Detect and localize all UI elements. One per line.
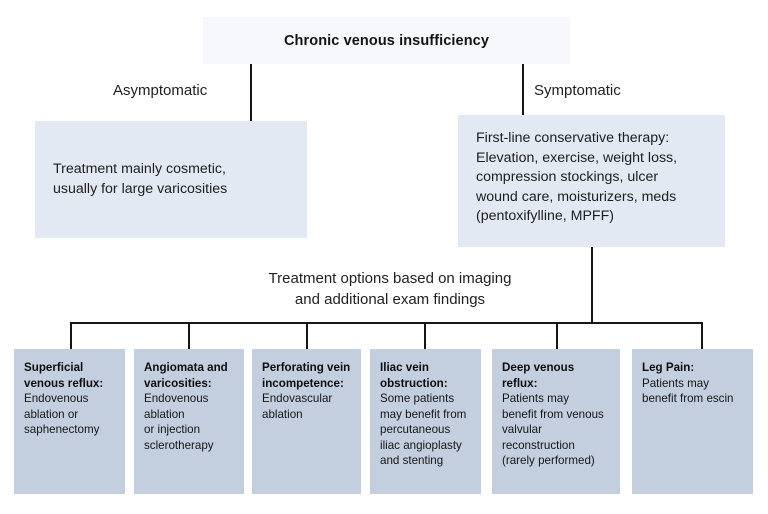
connector-root-to-symptomatic	[522, 64, 524, 115]
node-symptomatic-treatment-text: First-line conservative therapy: Elevati…	[476, 130, 678, 225]
branch-label-symptomatic: Symptomatic	[534, 82, 621, 99]
connector-root-to-asymptomatic	[250, 64, 252, 121]
leaf-deep-venous-reflux: Deep venous reflux: Patients may benefit…	[492, 349, 620, 494]
leaf-angiomata-and-varicosities: Angiomata and varicosities: Endovenous a…	[134, 349, 244, 494]
leaf-body: Patients may benefit from venous valvula…	[502, 392, 604, 468]
leaf-leg-pain: Leg Pain: Patients may benefit from esci…	[632, 349, 753, 494]
connector-symptomatic-to-options-rail	[591, 247, 593, 323]
connector-rail-to-leaf-2	[188, 322, 190, 349]
leaf-body: Endovenous ablation or saphenectomy	[24, 392, 100, 437]
connector-rail-to-leaf-1	[70, 322, 72, 349]
leaf-title: Leg Pain:	[642, 361, 695, 374]
root-node-chronic-venous-insufficiency: Chronic venous insufficiency	[203, 17, 570, 64]
connector-rail-to-leaf-3	[306, 322, 308, 349]
root-node-label: Chronic venous insufficiency	[283, 32, 490, 49]
node-symptomatic-treatment: First-line conservative therapy: Elevati…	[458, 115, 725, 247]
connector-rail-to-leaf-6	[701, 322, 703, 349]
leaf-title: Iliac vein obstruction:	[380, 361, 448, 390]
node-asymptomatic-treatment: Treatment mainly cosmetic, usually for l…	[35, 121, 307, 238]
leaf-title: Deep venous reflux:	[502, 361, 575, 390]
branch-label-asymptomatic: Asymptomatic	[113, 82, 208, 99]
leaf-superficial-venous-reflux: Superficial venous reflux: Endovenous ab…	[14, 349, 125, 494]
leaf-iliac-vein-obstruction: Iliac vein obstruction: Some patients ma…	[370, 349, 481, 494]
leaf-body: Endovenous ablation or injection sclerot…	[144, 392, 214, 452]
leaf-perforating-vein-incompetence: Perforating vein incompetence: Endovascu…	[252, 349, 361, 494]
leaf-body: Endovascular ablation	[262, 392, 333, 421]
leaf-title: Superficial venous reflux:	[24, 361, 104, 390]
connector-rail-to-leaf-5	[556, 322, 558, 349]
node-asymptomatic-treatment-text: Treatment mainly cosmetic, usually for l…	[53, 160, 228, 197]
leaf-body: Patients may benefit from escin	[642, 376, 734, 406]
leaf-body: Some patients may benefit from percutane…	[380, 392, 467, 468]
mid-caption-treatment-options: Treatment options based on imaging and a…	[268, 270, 512, 309]
connector-horizontal-rail	[70, 322, 703, 324]
leaf-title: Perforating vein incompetence:	[262, 361, 351, 390]
leaf-title: Angiomata and varicosities:	[144, 361, 228, 390]
connector-rail-to-leaf-4	[424, 322, 426, 349]
